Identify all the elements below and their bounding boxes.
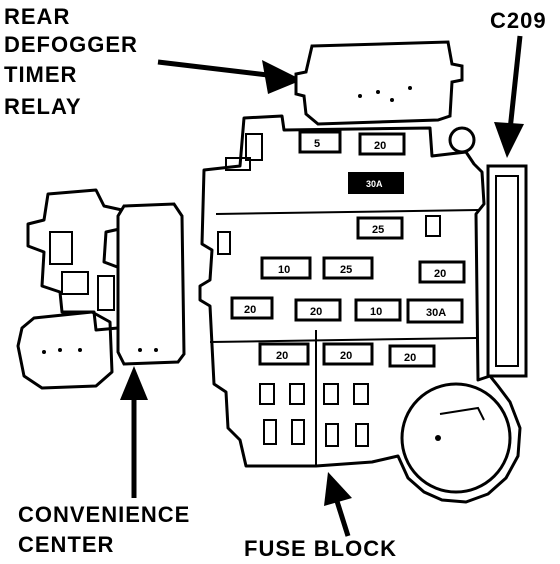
fuse-9-label: 20	[310, 306, 322, 318]
fuse-14-label: 20	[404, 352, 416, 364]
rear-defogger-label-line1: REAR	[4, 4, 70, 29]
fuse-12-label: 20	[276, 350, 288, 362]
fuses	[230, 130, 466, 368]
convenience-center-label-line1: CONVENIENCE	[18, 502, 190, 527]
fuse-block-body	[198, 114, 522, 504]
fuse-12	[258, 342, 310, 366]
fuse-3-label: 30A	[366, 179, 383, 189]
rear-defogger-arrow	[157, 59, 302, 94]
connector-c209	[486, 164, 528, 378]
fuse-labels: 5 20 30A 25 10 25 20 20 20 10 30A 20 20 …	[244, 138, 446, 364]
fuse-5	[260, 256, 312, 280]
fuse-block-label: FUSE BLOCK	[244, 536, 397, 561]
fuse-13-label: 20	[340, 350, 352, 362]
fuse-1	[298, 130, 342, 154]
fuse-11	[406, 298, 464, 324]
rear-defogger-label-line2: DEFOGGER	[4, 32, 138, 57]
fuse-2-label: 20	[374, 140, 386, 152]
fuse-6	[322, 256, 374, 280]
rear-defogger-label-line4: RELAY	[4, 94, 82, 119]
fuse-11-label: 30A	[426, 307, 446, 319]
connector-c209-label: C209	[490, 8, 547, 33]
fuse-4-label: 25	[372, 224, 384, 236]
fuse-5-label: 10	[278, 264, 290, 276]
fuse-6-label: 25	[340, 264, 352, 276]
rear-defogger-timer-relay	[294, 40, 464, 126]
fuse-13	[322, 342, 374, 366]
fuse-2	[358, 132, 406, 156]
fuse-14	[388, 344, 436, 368]
convenience-center	[16, 188, 186, 390]
fuse-7	[418, 260, 466, 284]
fuse-4	[356, 216, 404, 240]
convenience-center-label-line2: CENTER	[18, 532, 114, 557]
fuse-1-label: 5	[314, 138, 320, 150]
fuse-10	[354, 298, 402, 322]
fuse-block-cavities	[217, 133, 441, 447]
fuse-9	[294, 298, 342, 322]
fuse-10-label: 10	[370, 306, 382, 318]
rear-defogger-label-line3: TIMER	[4, 62, 77, 87]
fuse-block-arrow	[324, 472, 352, 537]
convenience-center-arrow	[120, 366, 148, 498]
fuse-8	[230, 296, 274, 320]
fuse-8-label: 20	[244, 304, 256, 316]
fuse-7-label: 20	[434, 268, 446, 280]
fuse-3	[348, 172, 404, 194]
c209-arrow	[494, 35, 524, 158]
